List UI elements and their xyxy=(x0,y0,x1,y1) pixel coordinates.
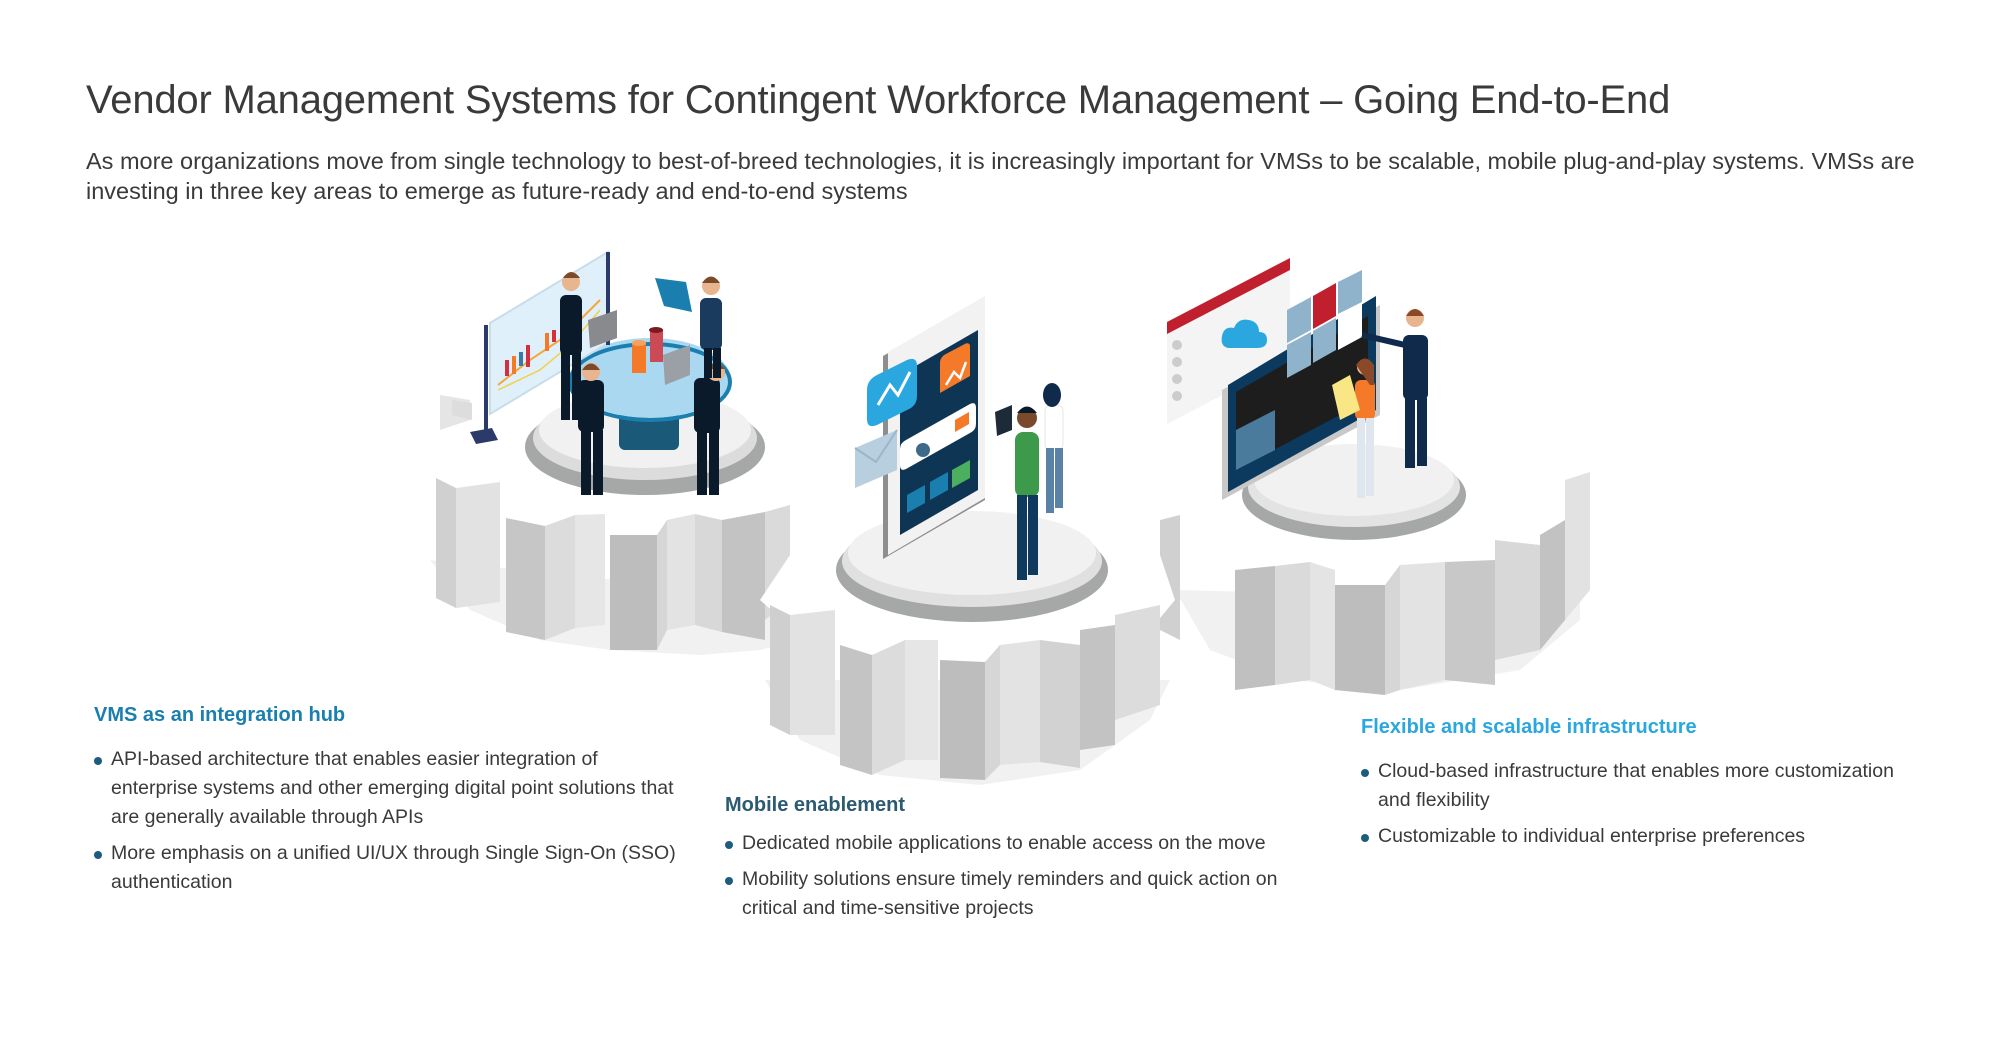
list-item: Customizable to individual enterprise pr… xyxy=(1361,822,1921,851)
list-item: Dedicated mobile applications to enable … xyxy=(725,829,1325,858)
mobile-enablement-gear xyxy=(760,296,1175,785)
list-item: More emphasis on a unified UI/UX through… xyxy=(94,839,684,897)
bullet-icon xyxy=(94,851,102,859)
bullet-list: API-based architecture that enables easi… xyxy=(94,745,684,897)
section-mobile-enablement: Mobile enablement Dedicated mobile appli… xyxy=(725,794,1325,930)
infrastructure-gear xyxy=(1160,258,1590,695)
list-item: Cloud-based infrastructure that enables … xyxy=(1361,757,1921,815)
bullet-icon xyxy=(94,757,102,765)
bullet-icon xyxy=(725,841,733,849)
section-heading: Flexible and scalable infrastructure xyxy=(1361,716,1697,738)
list-item: Mobility solutions ensure timely reminde… xyxy=(725,865,1325,923)
section-heading: Mobile enablement xyxy=(725,794,906,816)
bullet-list: Cloud-based infrastructure that enables … xyxy=(1361,757,1921,851)
page-subtitle: As more organizations move from single t… xyxy=(86,148,1915,204)
section-integration-hub: VMS as an integration hub API-based arch… xyxy=(94,704,684,904)
page-title: Vendor Management Systems for Contingent… xyxy=(86,78,1671,122)
integration-hub-gear xyxy=(430,250,800,655)
bullet-icon xyxy=(1361,769,1369,777)
bullet-icon xyxy=(725,877,733,885)
section-heading: VMS as an integration hub xyxy=(94,704,346,726)
section-scalable-infrastructure: Flexible and scalable infrastructure Clo… xyxy=(1361,716,1921,858)
list-item: API-based architecture that enables easi… xyxy=(94,745,684,832)
bullet-icon xyxy=(1361,834,1369,842)
bullet-list: Dedicated mobile applications to enable … xyxy=(725,829,1325,923)
